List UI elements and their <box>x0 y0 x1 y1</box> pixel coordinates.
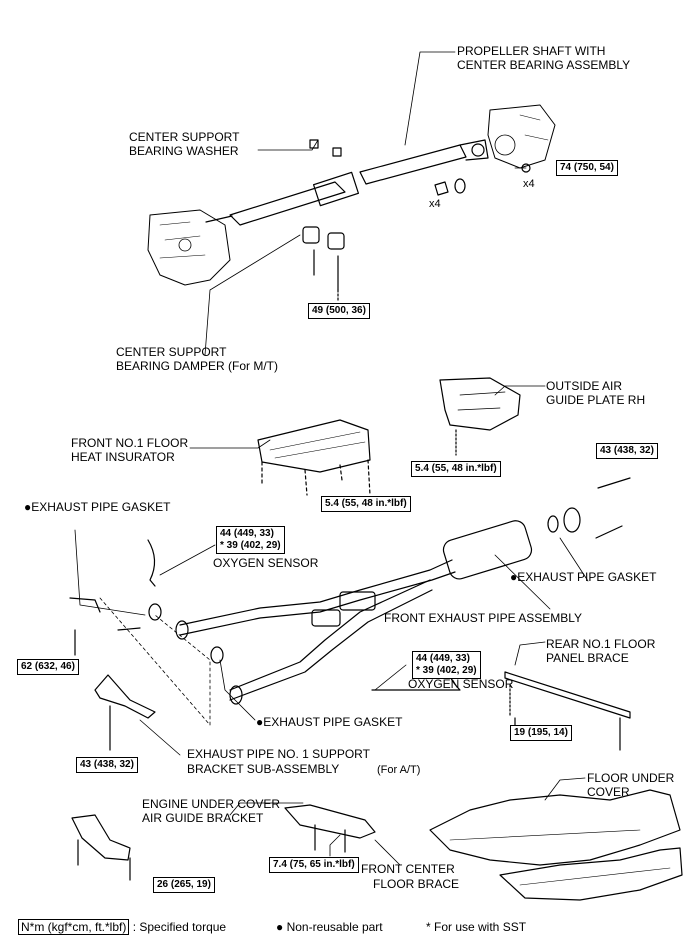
center-support-washer-label-2: BEARING WASHER <box>129 144 239 158</box>
torque-74: 74 (750, 54) <box>556 160 618 176</box>
legend-sst: * For use with SST <box>426 920 527 934</box>
propeller-shaft-label: PROPELLER SHAFT WITH <box>457 44 606 58</box>
torque-7-4: 7.4 (75, 65 in.*lbf) <box>269 857 359 873</box>
torque-62: 62 (632, 46) <box>17 659 79 675</box>
outside-air-guide-plate <box>439 377 521 456</box>
legend-specified-torque: N*m (kgf*cm, ft.*lbf) : Specified torque <box>18 919 227 935</box>
support-bracket <box>69 597 211 751</box>
front-exhaust-pipe <box>175 520 533 705</box>
exhaust-gasket-right-label: ●EXHAUST PIPE GASKET <box>510 570 657 584</box>
support-bracket-label-2: BRACKET SUB-ASSEMBLY <box>187 762 340 776</box>
front-center-brace <box>284 804 376 853</box>
torque-43-top: 43 (438, 32) <box>596 443 658 459</box>
legend-nonreusable: ● Non-reusable part <box>276 920 383 934</box>
propeller-shaft <box>205 139 489 226</box>
engine-under-cover-label: ENGINE UNDER COVER <box>142 797 281 811</box>
torque-5-4-top: 5.4 (55, 48 in.*lbf) <box>411 461 501 477</box>
center-support-damper-label-2: BEARING DAMPER (For M/T) <box>116 359 279 373</box>
center-support-washer-label: CENTER SUPPORT <box>129 130 240 144</box>
engine-cover-bracket <box>71 814 131 881</box>
torque-49: 49 (500, 36) <box>308 303 370 319</box>
exhaust-gasket-top-label: ●EXHAUST PIPE GASKET <box>24 500 171 514</box>
front-center-brace-label-2: FLOOR BRACE <box>373 877 460 891</box>
center-support-damper-label: CENTER SUPPORT <box>116 345 227 359</box>
for-at-label: (For A/T) <box>377 764 421 776</box>
torque-19: 19 (195, 14) <box>510 725 572 741</box>
torque-44-1: 44 (449, 33) * 39 (402, 29) <box>216 526 285 554</box>
front-center-brace-label: FRONT CENTER <box>361 862 455 876</box>
differential-housing <box>487 104 556 169</box>
front-exhaust-pipe-label: FRONT EXHAUST PIPE ASSEMBLY <box>384 611 583 625</box>
outside-air-guide-label: OUTSIDE AIR <box>546 379 623 393</box>
torque-43-bottom: 43 (438, 32) <box>76 757 138 773</box>
x4-right-label: x4 <box>523 178 535 190</box>
floor-under-cover-label: FLOOR UNDER <box>587 771 675 785</box>
engine-under-cover-label-2: AIR GUIDE BRACKET <box>142 811 264 825</box>
rear-floor-brace-label: REAR NO.1 FLOOR <box>546 637 656 651</box>
rear-floor-brace-label-2: PANEL BRACE <box>546 651 629 665</box>
torque-44-2: 44 (449, 33) * 39 (402, 29) <box>412 651 481 679</box>
oxygen-sensor-2-label: OXYGEN SENSOR <box>408 677 514 691</box>
exhaust-gaskets <box>148 515 559 664</box>
propeller-shaft-label-2: CENTER BEARING ASSEMBLY <box>457 58 631 72</box>
rear-floor-brace <box>504 671 631 751</box>
legend-unit-box: N*m (kgf*cm, ft.*lbf) <box>18 919 130 935</box>
front-floor-heat-label-2: HEAT INSURATOR <box>71 450 175 464</box>
torque-26: 26 (265, 19) <box>153 877 215 893</box>
floor-under-cover <box>429 789 683 901</box>
torque-5-4-mid: 5.4 (55, 48 in.*lbf) <box>321 496 411 512</box>
legend-unit-text: : Specified torque <box>132 920 227 934</box>
floor-under-cover-label-2: COVER <box>587 785 630 799</box>
x4-left-label: x4 <box>429 198 441 210</box>
front-floor-heat-label: FRONT NO.1 FLOOR <box>71 436 189 450</box>
rear-flange-bolts <box>563 477 631 539</box>
heat-insulator <box>257 419 371 496</box>
exhaust-gasket-bottom-label: ●EXHAUST PIPE GASKET <box>256 715 403 729</box>
center-bearing-parts <box>302 139 531 301</box>
oxygen-sensor-1-label: OXYGEN SENSOR <box>213 556 319 570</box>
transmission-housing <box>147 209 231 286</box>
support-bracket-label: EXHAUST PIPE NO. 1 SUPPORT <box>187 747 370 761</box>
outside-air-guide-label-2: GUIDE PLATE RH <box>546 393 646 407</box>
